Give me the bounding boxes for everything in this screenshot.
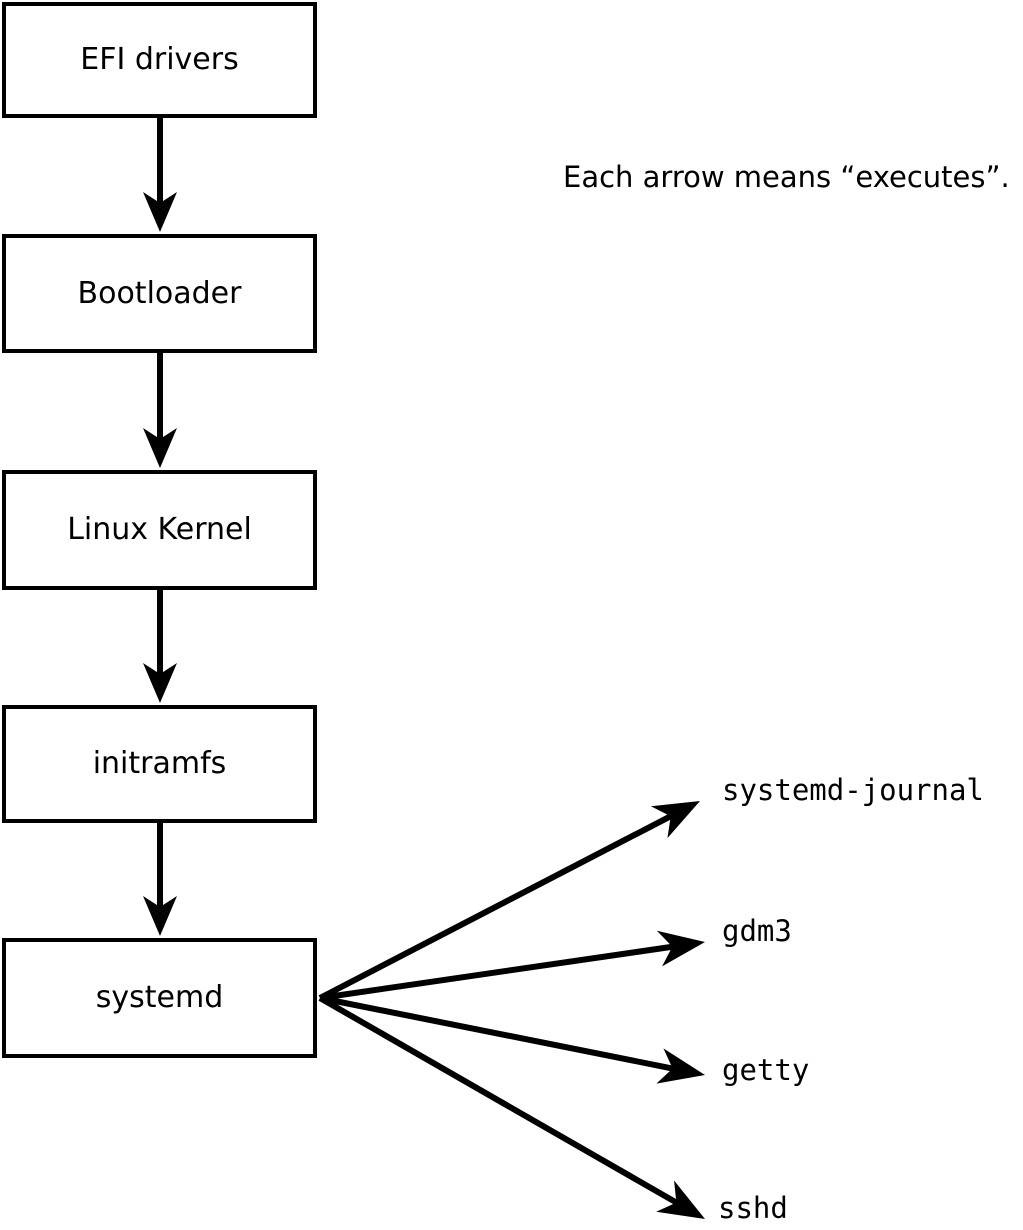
service-arrow-layer (318, 801, 705, 1219)
arrow-shaft (319, 943, 673, 1001)
stage-box-label: EFI drivers (80, 42, 239, 77)
stage-box-systemd: systemd (2, 938, 317, 1058)
stage-box-label: systemd (95, 980, 224, 1015)
caption-note: Each arrow means “executes”. (563, 160, 1010, 194)
arrow-shaft (319, 995, 674, 1072)
stage-box-bootloader: Bootloader (2, 234, 317, 353)
arrow-head (143, 663, 177, 703)
chain-arrow-2 (143, 590, 177, 703)
chain-arrow-1 (143, 353, 177, 468)
stage-box-efi-drivers: EFI drivers (2, 2, 317, 118)
stage-box-label: Bootloader (77, 275, 242, 311)
service-arrow-systemd-journal (318, 801, 700, 1001)
stage-box-linux-kernel: Linux Kernel (2, 470, 317, 590)
stage-box-initramfs: initramfs (2, 705, 317, 823)
arrow-head (650, 801, 700, 839)
arrow-shaft (318, 813, 673, 1001)
stage-box-label: initramfs (92, 746, 227, 781)
chain-arrow-0 (143, 118, 177, 232)
arrow-head (143, 896, 177, 936)
service-label-getty: getty (722, 1053, 810, 1087)
arrow-shaft (318, 995, 678, 1206)
service-arrow-getty (319, 995, 705, 1084)
service-arrow-sshd (318, 995, 705, 1219)
service-arrow-gdm3 (319, 930, 705, 1001)
service-label-gdm3: gdm3 (722, 914, 792, 948)
arrow-head (656, 1048, 705, 1084)
service-label-sshd: sshd (718, 1191, 788, 1225)
arrow-head (656, 930, 705, 967)
arrow-head (143, 428, 177, 468)
stage-box-label: Linux Kernel (67, 512, 252, 547)
arrow-head (143, 192, 177, 232)
service-label-systemd-journal: systemd-journal (722, 773, 984, 807)
arrow-head (656, 1180, 705, 1219)
chain-arrow-layer (143, 118, 177, 936)
chain-arrow-3 (143, 823, 177, 936)
